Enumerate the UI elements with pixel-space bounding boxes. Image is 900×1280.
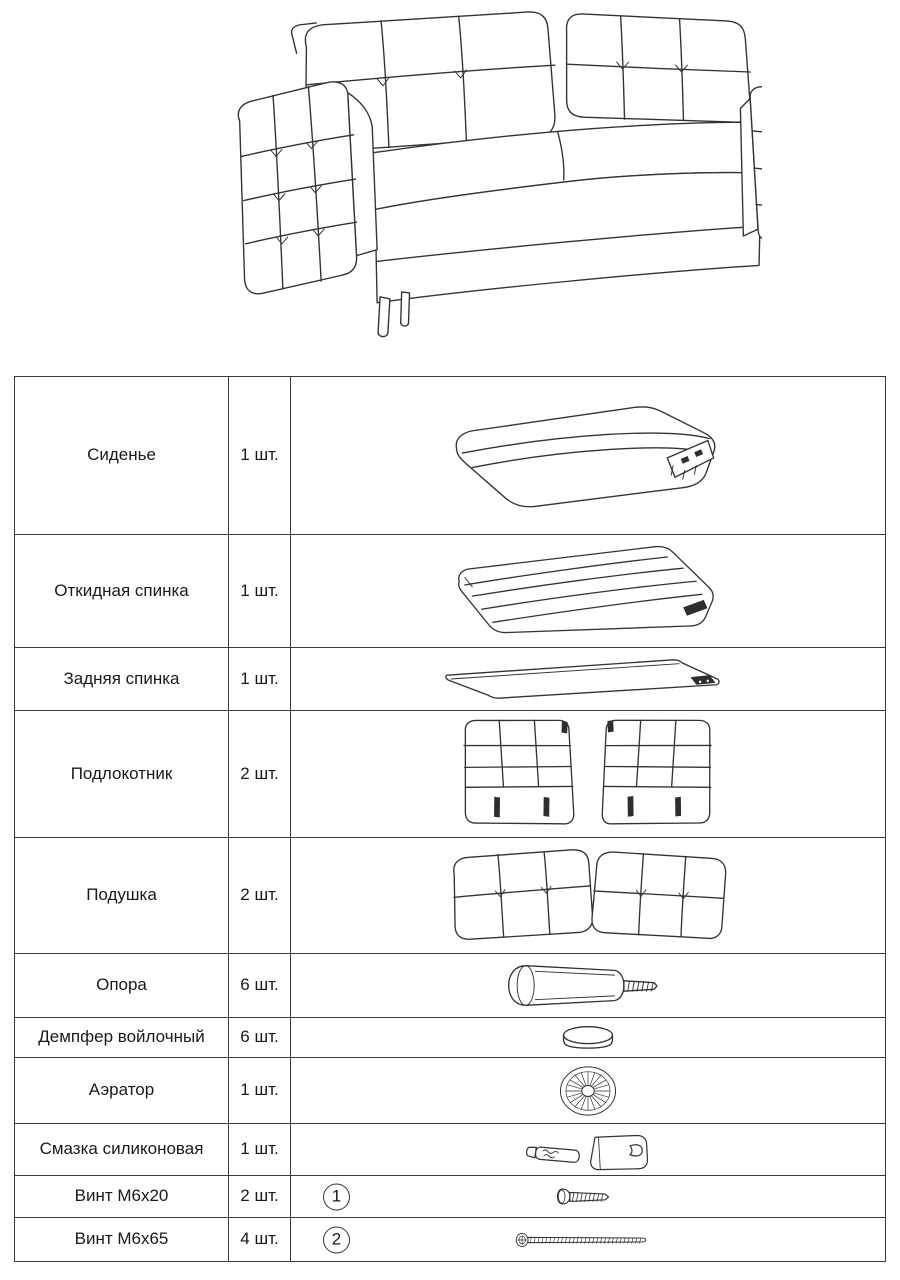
part-name: Винт М6х20 (14, 1175, 229, 1218)
part-name: Подлокотник (14, 710, 229, 838)
leg-part-icon (508, 965, 658, 1006)
table-row: Сиденье 1 шт. (14, 376, 886, 535)
part-name: Аэратор (14, 1057, 229, 1124)
parts-table: Сиденье 1 шт. Откидная спинка 1 шт. (14, 376, 886, 1262)
part-name: Подушка (14, 837, 229, 954)
part-qty: 1 шт. (228, 376, 291, 535)
sofa-illustration-area (14, 8, 886, 360)
part-illustration-cell: 1 (290, 1175, 886, 1218)
folding-back-part-icon (457, 545, 714, 633)
screw-m6x20-icon (557, 1188, 610, 1205)
part-qty: 1 шт. (228, 534, 291, 648)
table-row: Задняя спинка 1 шт. (14, 647, 886, 711)
part-qty: 1 шт. (228, 1057, 291, 1124)
part-qty: 4 шт. (228, 1217, 291, 1262)
part-qty: 6 шт. (228, 953, 291, 1018)
table-row: Опора 6 шт. (14, 953, 886, 1018)
part-illustration-cell (290, 837, 886, 954)
part-name: Демпфер войлочный (14, 1017, 229, 1058)
part-name: Опора (14, 953, 229, 1018)
part-name: Откидная спинка (14, 534, 229, 648)
felt-damper-part-icon (562, 1025, 614, 1049)
screw-m6x65-icon (515, 1232, 647, 1247)
grease-part-icon (526, 1134, 649, 1171)
part-illustration-cell (290, 534, 886, 648)
part-illustration-cell (290, 1057, 886, 1124)
seat-part-icon (455, 405, 716, 507)
part-qty: 2 шт. (228, 710, 291, 838)
sofa-line-drawing-icon (237, 11, 762, 338)
part-qty: 2 шт. (228, 1175, 291, 1218)
part-illustration-cell: 2 (290, 1217, 886, 1262)
table-row: Винт М6х65 4 шт. 2 (14, 1217, 886, 1262)
table-row: Демпфер войлочный 6 шт. (14, 1017, 886, 1058)
part-name: Смазка силиконовая (14, 1123, 229, 1176)
table-row: Откидная спинка 1 шт. (14, 534, 886, 648)
part-illustration-cell (290, 710, 886, 838)
part-name: Винт М6х65 (14, 1217, 229, 1262)
table-row: Смазка силиконовая 1 шт. (14, 1123, 886, 1176)
rear-back-part-icon (445, 659, 720, 699)
table-row: Подлокотник 2 шт. (14, 710, 886, 838)
step-1-marker: 1 (323, 1183, 350, 1210)
armrest-part-icon (462, 719, 712, 825)
part-qty: 2 шт. (228, 837, 291, 954)
table-row: Подушка 2 шт. (14, 837, 886, 954)
part-name: Задняя спинка (14, 647, 229, 711)
table-row: Аэратор 1 шт. (14, 1057, 886, 1124)
step-2-marker: 2 (323, 1226, 350, 1253)
part-illustration-cell (290, 953, 886, 1018)
aerator-part-icon (559, 1065, 617, 1116)
part-illustration-cell (290, 1017, 886, 1058)
part-name: Сиденье (14, 376, 229, 535)
part-illustration-cell (290, 647, 886, 711)
cushion-part-icon (453, 848, 727, 940)
part-illustration-cell (290, 1123, 886, 1176)
part-qty: 1 шт. (228, 1123, 291, 1176)
part-qty: 6 шт. (228, 1017, 291, 1058)
part-qty: 1 шт. (228, 647, 291, 711)
part-illustration-cell (290, 376, 886, 535)
table-row: Винт М6х20 2 шт. 1 (14, 1175, 886, 1218)
